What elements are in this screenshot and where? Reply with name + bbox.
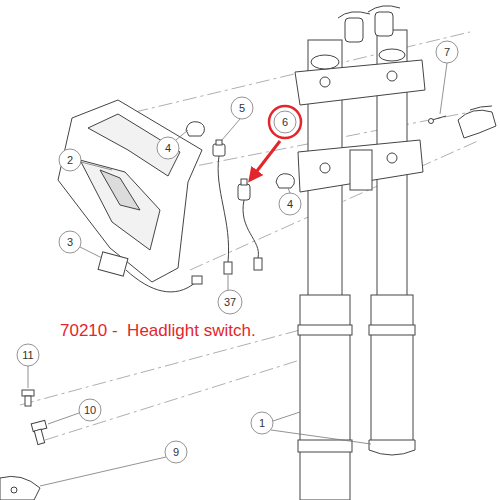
front-fork [295,6,425,500]
leader-line [28,63,447,486]
headlight-connector [98,252,202,292]
callout-number: 2 [67,155,73,166]
switch-6 [238,179,262,270]
callout-number: 1 [259,418,265,429]
highlight-arrow [250,141,280,180]
callout-number: 4 [165,143,171,154]
part-note: 70210 - Headlight switch. [60,322,256,339]
callout-number: 5 [239,103,245,114]
callout-number: 9 [173,447,179,458]
switch-5 [213,140,232,274]
clamp-and-screw [429,106,497,138]
callout-number: 10 [84,405,96,416]
callout-number: 4 [287,199,293,210]
callout-number: 6 [282,117,288,128]
highlight-circle [269,106,301,138]
callout-number: 7 [444,47,450,58]
callout-number: 3 [67,237,73,248]
callout-number: 37 [224,297,236,308]
callout-circle [17,41,458,463]
cable-clip [186,122,294,188]
headlight [58,100,202,282]
callout-number: 11 [22,350,33,361]
fasteners [0,390,47,500]
